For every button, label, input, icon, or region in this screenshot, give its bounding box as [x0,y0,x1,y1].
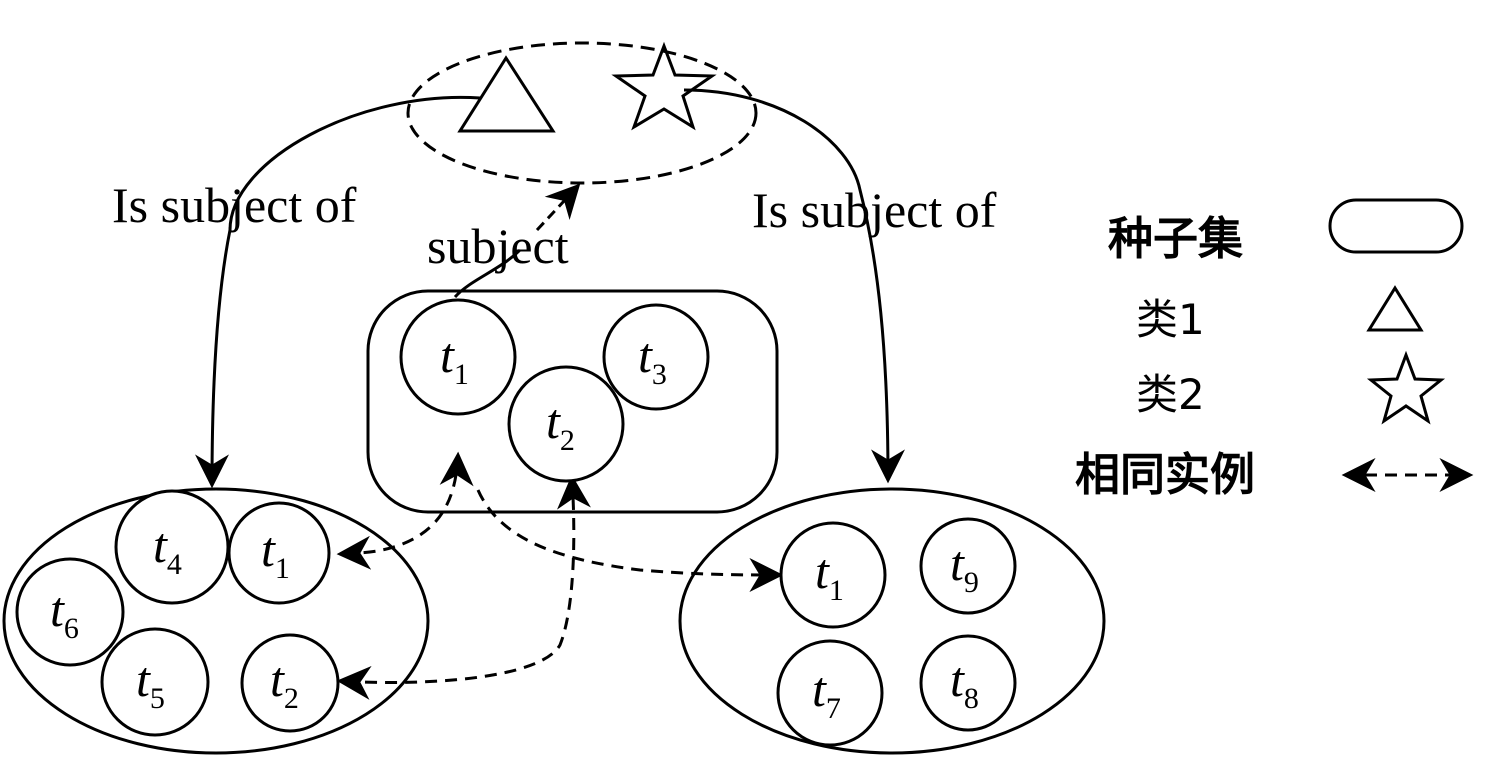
is-subject-of-left-arrow [195,95,481,489]
right-node-t7-label: t7 [812,661,841,725]
right-node-t1 [779,521,887,629]
left-node-t1-label: t1 [261,521,290,585]
legend-class1-label: 类1 [1136,295,1205,344]
legend-triangle-icon [1366,285,1424,332]
triangle-icon [457,55,556,133]
right-instance-ellipse [678,487,1106,755]
is-subject-of-right-label: Is subject of [752,182,997,238]
left-node-t1 [227,501,331,605]
legend-class2-label: 类2 [1136,370,1205,419]
is-subject-of-right-arrow [683,88,905,484]
star-icon [611,41,717,131]
subject-label: subject [427,218,569,274]
right-node-t8-label: t8 [950,651,979,715]
legend-seed-set-icon [1328,198,1464,254]
legend-seed-set-label: 种子集 [1108,212,1243,265]
center-node-t1 [399,298,517,416]
center-node-t3-label: t3 [638,327,667,391]
left-node-t6-label: t6 [50,581,79,645]
left-node-t6 [15,557,125,667]
left-node-t4 [114,489,230,605]
left-node-t5 [100,627,210,737]
is-subject-of-left-label: Is subject of [112,177,357,233]
subject-arrow-dashed [535,183,581,232]
legend: 种子集 类1 类2 相同实例 [1075,198,1474,501]
same-instance-t2-left [336,474,591,700]
center-node-t2-label: t2 [546,393,575,457]
right-node-t1-label: t1 [815,543,844,607]
right-node-t9-label: t9 [950,535,979,599]
right-node-t9 [919,517,1017,615]
left-node-t4-label: t4 [153,517,182,581]
top-class-ellipse [406,41,758,185]
left-node-t2-label: t2 [270,651,299,715]
legend-star-icon [1366,350,1446,425]
left-node-t2 [240,633,340,733]
center-node-t2 [507,365,625,483]
center-node-t3 [602,303,710,411]
right-node-t8 [919,634,1017,732]
left-node-t5-label: t5 [136,651,165,715]
center-node-t1-label: t1 [440,327,469,391]
right-node-t7 [776,639,884,747]
legend-same-instance-label: 相同实例 [1075,448,1255,501]
